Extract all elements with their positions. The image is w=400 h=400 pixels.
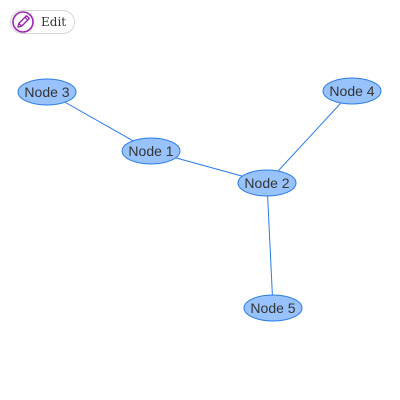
edit-button-label: Edit [41, 15, 67, 29]
node-shape[interactable] [322, 77, 382, 105]
node-shape[interactable] [243, 294, 303, 322]
pencil-icon [12, 11, 34, 33]
edge-2-4[interactable] [266, 90, 353, 184]
node-label: Node 3 [24, 84, 69, 100]
edge-2-5[interactable] [266, 182, 274, 309]
node-5[interactable]: Node 5 [243, 294, 303, 322]
node-3[interactable]: Node 3 [17, 78, 77, 106]
node-label: Node 4 [329, 83, 374, 99]
edit-button[interactable]: Edit [10, 10, 76, 34]
node-shape[interactable] [121, 137, 181, 165]
edges-layer [46, 90, 353, 309]
node-label: Node 1 [128, 143, 173, 159]
node-label: Node 2 [244, 175, 289, 191]
node-label: Node 5 [250, 300, 295, 316]
node-2[interactable]: Node 2 [237, 169, 297, 197]
nodes-layer: Node 1 Node 2 Node 3 Node 4 Node 5 [17, 77, 382, 322]
node-4[interactable]: Node 4 [322, 77, 382, 105]
node-1[interactable]: Node 1 [121, 137, 181, 165]
node-shape[interactable] [17, 78, 77, 106]
node-shape[interactable] [237, 169, 297, 197]
